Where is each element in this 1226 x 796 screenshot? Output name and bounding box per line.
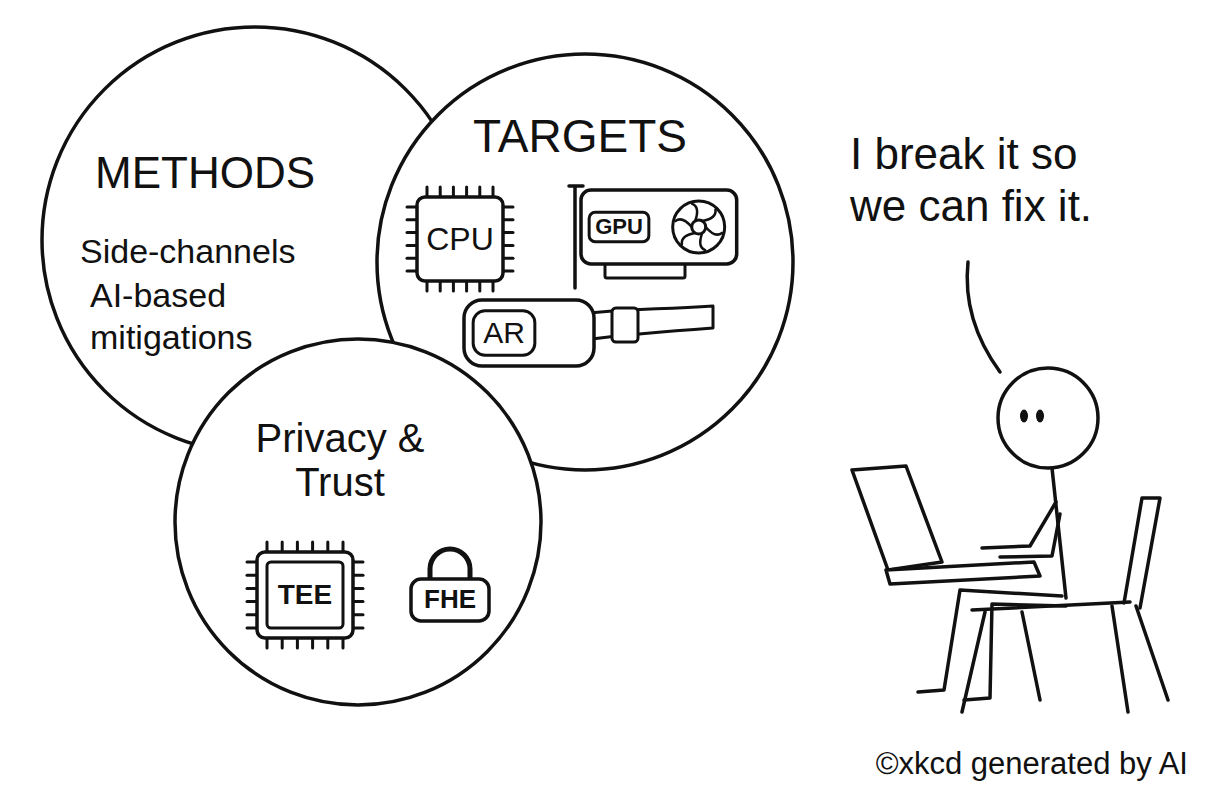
gpu-outline <box>565 182 743 292</box>
figure-head <box>998 368 1098 468</box>
figure-legs <box>918 590 1066 700</box>
icon-label: FHE <box>424 585 476 615</box>
venn-circle: TEE FHE Privacy & Trust <box>173 337 543 707</box>
figure-arms <box>982 502 1060 557</box>
headset-strap <box>582 306 713 340</box>
gpu-card <box>581 190 737 264</box>
laptop-base <box>886 562 1040 584</box>
laptop-lid <box>852 466 942 570</box>
ar-headset-icon: AR <box>462 296 717 370</box>
circle-outline <box>42 27 468 453</box>
figure-eye <box>1036 410 1044 423</box>
gpu-fan-blade <box>692 204 697 221</box>
gpu-fan-blade <box>702 210 715 221</box>
gpu-fan-ring <box>673 201 725 253</box>
headset-label-frame <box>473 311 535 356</box>
method-item: Side-channels <box>80 232 295 271</box>
chip-pins <box>407 187 513 291</box>
fhe-lock-icon: FHE <box>405 545 495 625</box>
gpu-fan-blade <box>682 233 695 244</box>
chip-body <box>417 197 503 281</box>
chip-core <box>267 562 343 628</box>
icon-label: TEE <box>278 579 332 611</box>
gpu-fan-hub <box>692 220 706 234</box>
chip-pins <box>247 542 363 648</box>
gpu-fan-blade <box>706 227 722 235</box>
figure-group <box>852 262 1168 712</box>
tee-chip-icon: TEE <box>245 540 365 650</box>
icon-label: GPU <box>595 214 643 239</box>
gpu-card-icon: GPU <box>565 182 743 292</box>
figure-eye <box>1020 410 1028 423</box>
cpu-chip-icon: CPU <box>405 185 515 293</box>
headset-buckle <box>612 308 638 342</box>
gpu-fan-blade <box>700 233 705 250</box>
venn-circle: CPU GPU AR TARGETS <box>375 52 795 472</box>
speech-leader <box>967 262 1000 372</box>
method-item: AI-based mitigations <box>90 274 280 358</box>
credit-note: ©xkcd generated by AI <box>876 746 1188 782</box>
icon-label: CPU <box>426 221 494 258</box>
chair-back <box>1124 498 1160 608</box>
lock-body <box>411 579 489 621</box>
circle-outline <box>175 339 541 705</box>
gpu-fan-blade <box>675 219 691 227</box>
venn-circle: METHODS Side-channelsAI-based mitigations <box>40 25 470 455</box>
circle-outline <box>377 54 793 470</box>
headset-body <box>464 300 594 366</box>
gpu-label-frame <box>589 212 649 241</box>
circle-outline <box>173 337 543 707</box>
circle-heading: Privacy & Trust <box>240 416 440 504</box>
circle-heading: TARGETS <box>473 110 687 163</box>
figure-body <box>1052 468 1066 598</box>
circle-heading: METHODS <box>95 148 315 199</box>
chip-body <box>257 552 353 638</box>
speech-text: I break it so we can fix it. <box>850 128 1102 232</box>
icon-label: AR <box>483 316 525 351</box>
